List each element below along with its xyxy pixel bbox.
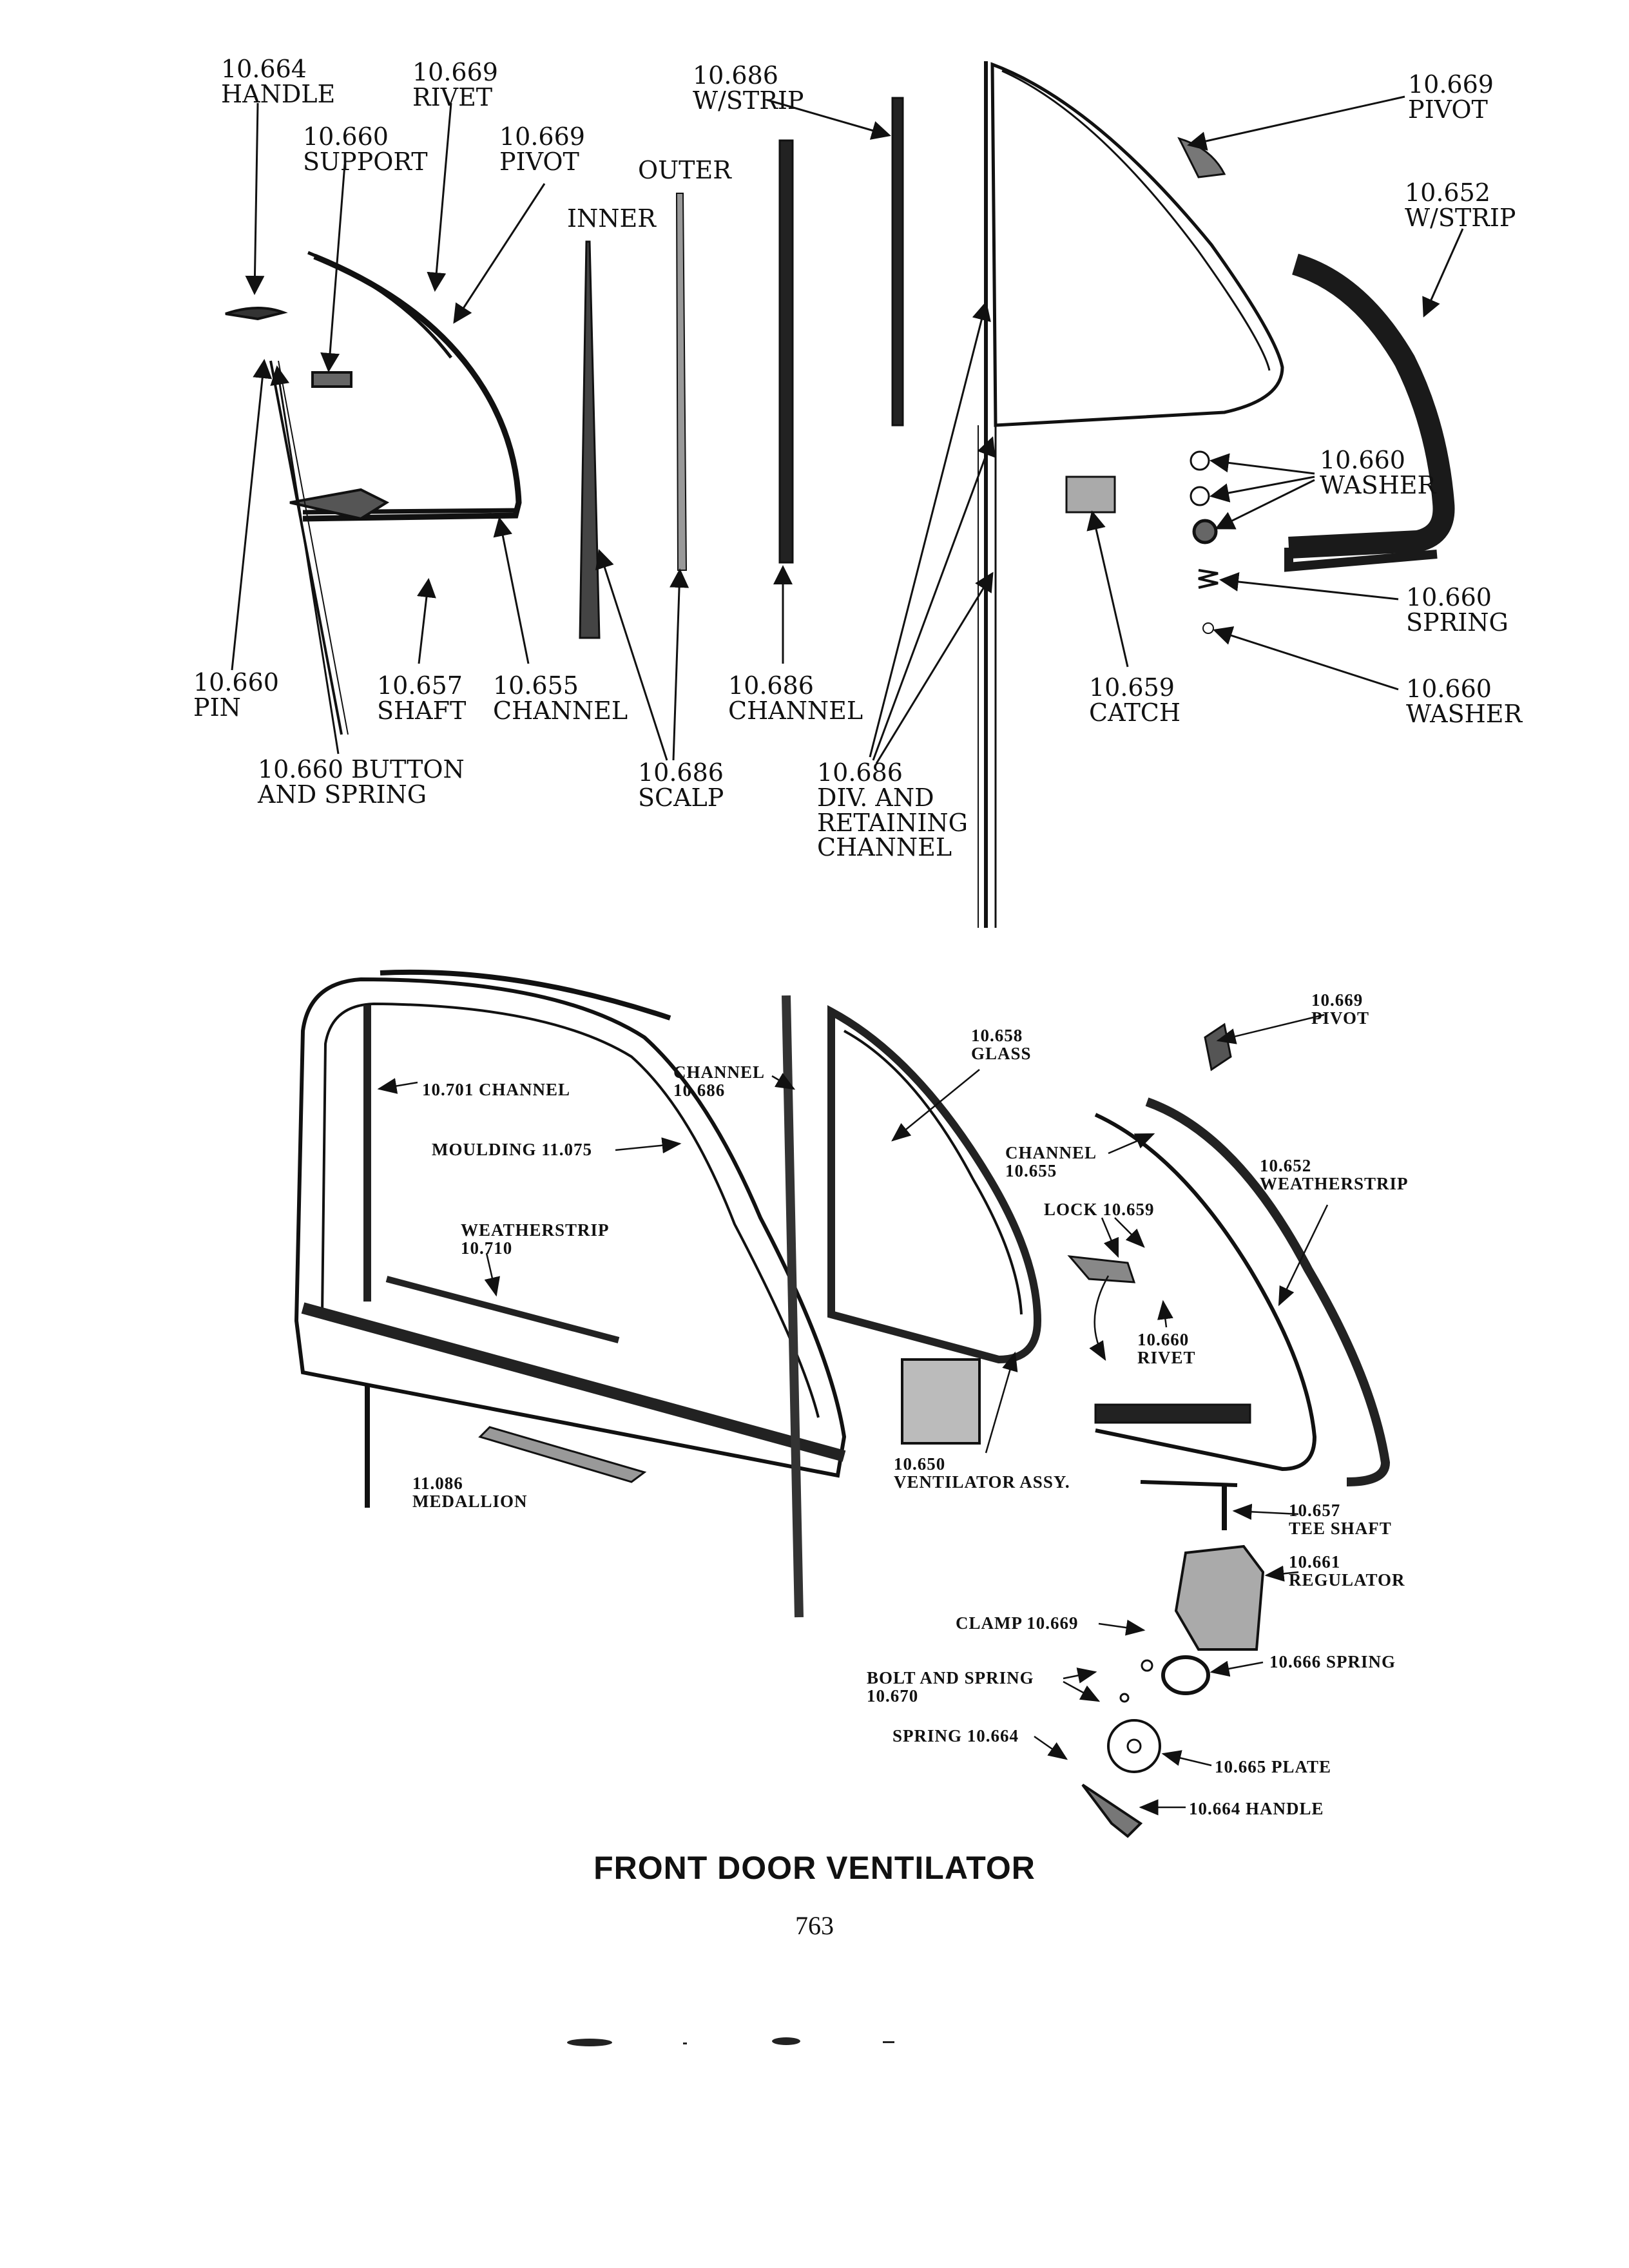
bottom-exploded-parts — [294, 969, 1391, 1838]
medallion-part — [478, 1426, 647, 1483]
label-glass-658: 10.658 GLASS — [971, 1026, 1032, 1064]
label-pivot-669-right: 10.669 PIVOT — [1408, 70, 1494, 124]
label-channel-686: 10.686 CHANNEL — [728, 671, 863, 725]
label-channel-686-b: CHANNEL 10.686 — [673, 1062, 766, 1100]
handle-part-b — [1081, 1783, 1143, 1838]
label-medallion-11086: 11.086 MEDALLION — [412, 1474, 528, 1512]
page-title: FRONT DOOR VENTILATOR — [593, 1850, 1036, 1886]
spring-666-part — [1161, 1655, 1210, 1695]
scan-smudges — [567, 2037, 894, 2046]
vent-glass-right — [990, 62, 1284, 427]
support-part — [311, 371, 352, 388]
washer-part — [1190, 450, 1210, 471]
label-outer: OUTER — [638, 156, 731, 184]
top-leader-lines — [231, 95, 1464, 764]
top-exploded-parts — [225, 61, 1455, 928]
label-washer-660-a: 10.660 WASHER — [1320, 446, 1436, 499]
label-handle-664: 10.664 HANDLE — [221, 55, 336, 108]
pivot-part — [1177, 137, 1226, 178]
door-frame-part — [294, 977, 847, 1478]
tee-shaft-part — [1140, 1480, 1238, 1487]
ventilator-bracket — [901, 1358, 981, 1445]
label-scalp-686: 10.686 SCALP — [638, 758, 724, 812]
pivot-part-b — [1204, 1023, 1232, 1072]
ventilator-assy-part — [827, 1004, 1042, 1364]
label-plate-665: 10.665 PLATE — [1215, 1757, 1332, 1776]
label-clamp-669: CLAMP 10.669 — [956, 1613, 1079, 1633]
label-washer-660-b: 10.660 WASHER — [1406, 675, 1523, 728]
label-channel-701: 10.701 CHANNEL — [422, 1080, 571, 1099]
label-lock-659: LOCK 10.659 — [1044, 1200, 1155, 1219]
lock-part — [1067, 1255, 1136, 1283]
channel-655-part — [1094, 1113, 1317, 1472]
label-button-spring-660: 10.660 BUTTON AND SPRING — [258, 755, 465, 809]
wstrip-686-part — [891, 97, 904, 427]
page-number: 763 — [795, 1911, 834, 1940]
bottom-leader-lines — [377, 1014, 1329, 1816]
label-rivet-660-b: 10.660 RIVET — [1137, 1330, 1196, 1368]
regulator-part — [1174, 1544, 1265, 1651]
label-catch-659: 10.659 CATCH — [1089, 673, 1181, 727]
label-pivot-669-b: 10.669 PIVOT — [1311, 990, 1369, 1028]
label-channel-655-b: CHANNEL 10.655 — [1005, 1143, 1097, 1181]
plate-part — [1107, 1719, 1161, 1773]
label-div-retaining-channel-686: 10.686 DIV. AND RETAINING CHANNEL — [817, 758, 968, 862]
weatherstrip-652-part-b — [1145, 1097, 1391, 1486]
label-moulding-11075: MOULDING 11.075 — [432, 1140, 593, 1159]
label-spring-660: 10.660 SPRING — [1406, 583, 1509, 637]
label-weatherstrip-652: 10.652 WEATHERSTRIP — [1260, 1156, 1409, 1194]
label-tee-shaft-657: 10.657 TEE SHAFT — [1289, 1501, 1392, 1539]
label-rivet-669: 10.669 RIVET — [412, 58, 498, 111]
label-wstrip-652: 10.652 W/STRIP — [1405, 178, 1516, 232]
label-spring-664: SPRING 10.664 — [892, 1726, 1019, 1745]
label-spring-666: 10.666 SPRING — [1269, 1652, 1396, 1671]
inner-scalp-part — [579, 240, 601, 639]
label-ventilator-assy-650: 10.650 VENTILATOR ASSY. — [894, 1454, 1070, 1492]
label-support-660: 10.660 SUPPORT — [303, 122, 428, 176]
label-channel-655: 10.655 CHANNEL — [493, 671, 628, 725]
weatherstrip-652-part — [1288, 253, 1455, 559]
label-pin-660: 10.660 PIN — [193, 668, 279, 722]
label-bolt-spring-670: BOLT AND SPRING 10.670 — [867, 1668, 1034, 1706]
division-channel-686 — [782, 995, 804, 1618]
spring-part — [1198, 569, 1219, 589]
label-handle-664-b: 10.664 HANDLE — [1189, 1799, 1324, 1818]
catch-part — [1065, 476, 1116, 514]
label-shaft-657: 10.657 SHAFT — [377, 671, 467, 725]
label-pivot-669-left: 10.669 PIVOT — [499, 122, 585, 176]
label-inner: INNER — [567, 204, 656, 233]
handle-part — [225, 307, 288, 321]
label-weatherstrip-710: WEATHERSTRIP 10.710 — [461, 1220, 610, 1258]
channel-686-part — [778, 139, 794, 564]
label-regulator-661: 10.661 REGULATOR — [1289, 1552, 1405, 1590]
outer-scalp-part — [675, 193, 688, 571]
label-wstrip-686: 10.686 W/STRIP — [693, 61, 804, 115]
